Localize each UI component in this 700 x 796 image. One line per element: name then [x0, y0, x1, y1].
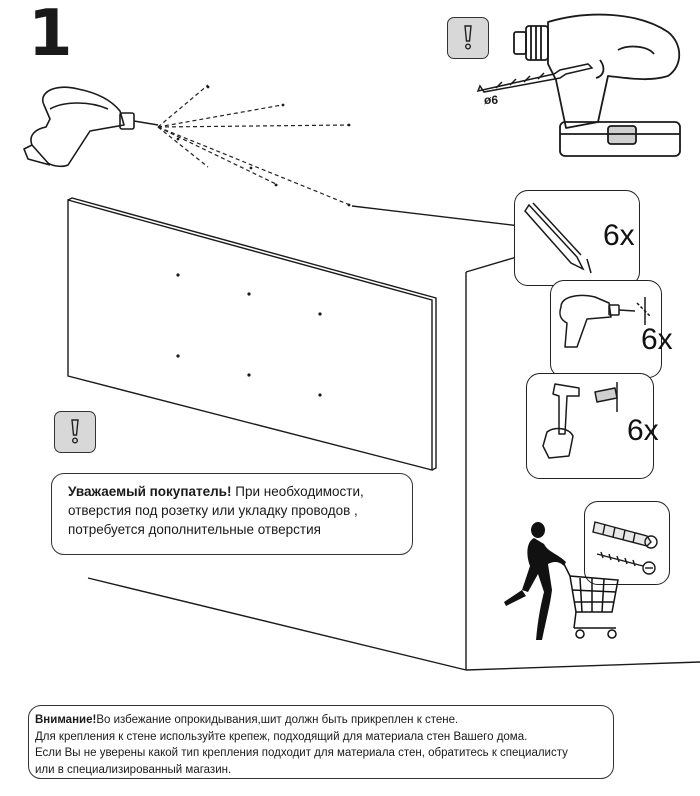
wall-scene: [67, 85, 700, 671]
customer-note-heading: Уважаемый покупатель!: [68, 484, 232, 499]
cordless-drill-icon: [513, 13, 681, 157]
hammer-dowel-icon: [542, 382, 618, 459]
step-count: 6x: [627, 414, 659, 447]
step-number: 1: [28, 0, 73, 71]
attention-note-line: Во избежание опрокидывания,шит должн быт…: [96, 714, 459, 726]
warning-badge: [54, 411, 96, 453]
exclamation-icon: [464, 25, 472, 50]
drill-icon: [559, 294, 652, 348]
pencil-mark-icon: [524, 202, 592, 274]
dowel-screw-icon: [592, 521, 658, 575]
drill-bit-icon: [476, 63, 594, 93]
attention-note: Внимание!Во избежание опрокидывания,шит …: [28, 705, 614, 779]
exclamation-icon: [71, 419, 79, 444]
drilling-illustration: [23, 84, 351, 206]
attention-note-line: Для крепления к стене используйте крепеж…: [35, 730, 528, 743]
shopper-silhouette-icon: [504, 522, 619, 640]
warning-badge: [447, 17, 489, 59]
customer-note-line: потребуется дополнительные отверстия: [68, 522, 321, 537]
step-count: 6x: [641, 323, 673, 356]
customer-note: Уважаемый покупатель! При необходимости,…: [51, 473, 413, 555]
attention-note-heading: Внимание!: [35, 714, 97, 726]
step-panel-hammer: 6x: [526, 373, 659, 479]
attention-note-line: Если Вы не уверены какой тип крепления п…: [35, 747, 568, 759]
drill-bit-size: ø6: [484, 93, 499, 107]
step-panel-mark: 6x: [514, 190, 640, 286]
hardware-panel: [584, 501, 670, 585]
step-panel-drill: 6x: [550, 280, 673, 378]
attention-note-line: или в специализированный магазин.: [35, 763, 232, 776]
customer-note-line: отверстия под розетку или укладку провод…: [68, 503, 358, 518]
step-count: 6x: [603, 219, 635, 252]
customer-note-line: При необходимости,: [235, 484, 364, 499]
